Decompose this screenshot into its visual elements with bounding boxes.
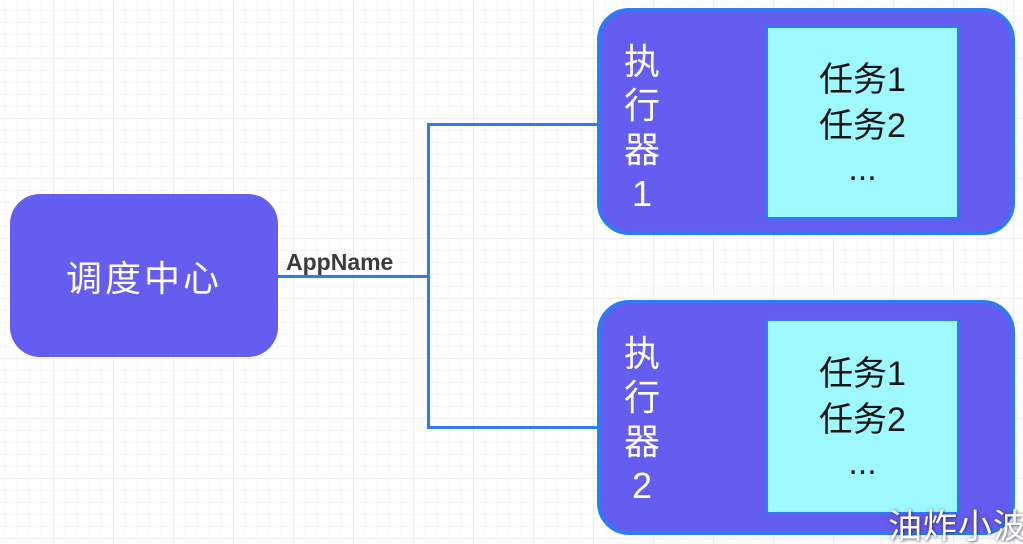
executor-2-label-char: 行	[623, 377, 660, 418]
executor-1-label-char: 行	[623, 85, 660, 126]
connector-line-executor-1	[427, 123, 598, 126]
task-item-ellipsis: ...	[848, 443, 877, 482]
executor-2-label: 执 行 器 2	[615, 332, 669, 508]
task-item-ellipsis: ...	[848, 149, 877, 188]
connector-line-vertical	[427, 123, 430, 429]
scheduler-center-node: 调度中心	[10, 194, 278, 357]
scheduler-center-label: 调度中心	[65, 257, 222, 299]
executor-1-label-char: 1	[631, 173, 653, 214]
executor-1-label: 执 行 器 1	[615, 40, 669, 216]
executor-1-node: 执 行 器 1 任务1 任务2 ...	[597, 8, 1015, 235]
executor-1-label-char: 器	[623, 129, 660, 170]
task-item: 任务2	[819, 400, 906, 439]
executor-2-node: 执 行 器 2 任务1 任务2 ...	[597, 300, 1015, 535]
executor-1-label-char: 执	[623, 41, 660, 82]
watermark-text: 油炸小波	[888, 508, 1023, 544]
connector-line-scheduler	[277, 275, 430, 278]
executor-2-task-panel: 任务1 任务2 ...	[766, 319, 959, 514]
executor-1-task-panel: 任务1 任务2 ...	[766, 26, 959, 219]
executor-2-label-char: 2	[631, 465, 653, 506]
executor-2-label-char: 器	[623, 421, 660, 462]
connector-line-executor-2	[427, 426, 598, 429]
task-item: 任务1	[819, 354, 906, 393]
connector-label-appname: AppName	[286, 249, 394, 275]
task-item: 任务1	[819, 60, 906, 99]
executor-2-label-char: 执	[623, 333, 660, 374]
task-item: 任务2	[819, 106, 906, 145]
